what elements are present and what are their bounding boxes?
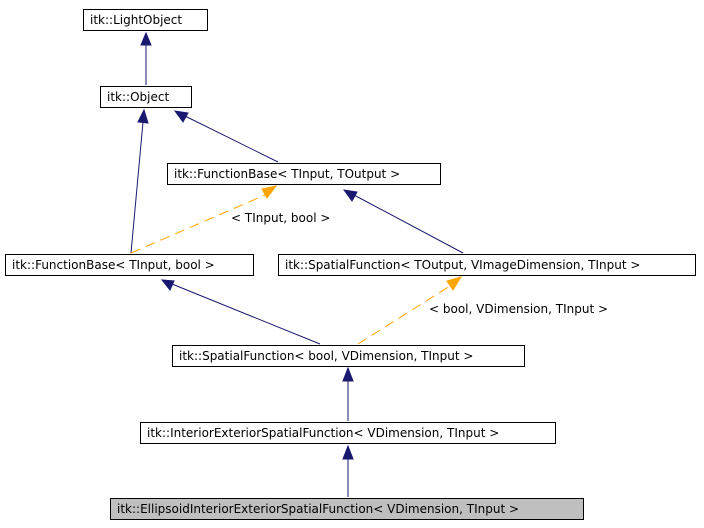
node-spatial-function-toutput[interactable]: itk::SpatialFunction< TOutput, VImageDim… (278, 254, 696, 276)
edge-functionbase-bool-object (130, 108, 149, 254)
node-ellipsoid-interior-exterior-spatial-function: itk::EllipsoidInteriorExteriorSpatialFun… (110, 498, 584, 520)
edge-functionbase-toutput-object (173, 110, 279, 163)
edge-template-functionbase (130, 185, 278, 254)
edge-object-lightobject (140, 31, 152, 85)
template-label-function-base: < TInput, bool > (231, 211, 331, 225)
node-function-base-toutput[interactable]: itk::FunctionBase< TInput, TOutput > (167, 163, 441, 185)
node-function-base-bool[interactable]: itk::FunctionBase< TInput, bool > (5, 254, 254, 276)
template-label-spatial-function: < bool, VDimension, TInput > (429, 302, 609, 316)
edge-interiorexterior-spatialfunction (342, 366, 354, 421)
node-light-object[interactable]: itk::LightObject (83, 9, 208, 31)
node-object[interactable]: itk::Object (100, 86, 192, 108)
edge-spatialfunction-bool-functionbase (160, 279, 321, 345)
edge-ellipsoid-interiorexterior (342, 444, 354, 497)
node-spatial-function-bool[interactable]: itk::SpatialFunction< bool, VDimension, … (172, 345, 525, 367)
edge-spatialfunction-toutput-functionbase (342, 189, 464, 254)
node-interior-exterior-spatial-function[interactable]: itk::InteriorExteriorSpatialFunction< VD… (140, 422, 556, 444)
edge-template-spatialfunction (357, 276, 463, 345)
